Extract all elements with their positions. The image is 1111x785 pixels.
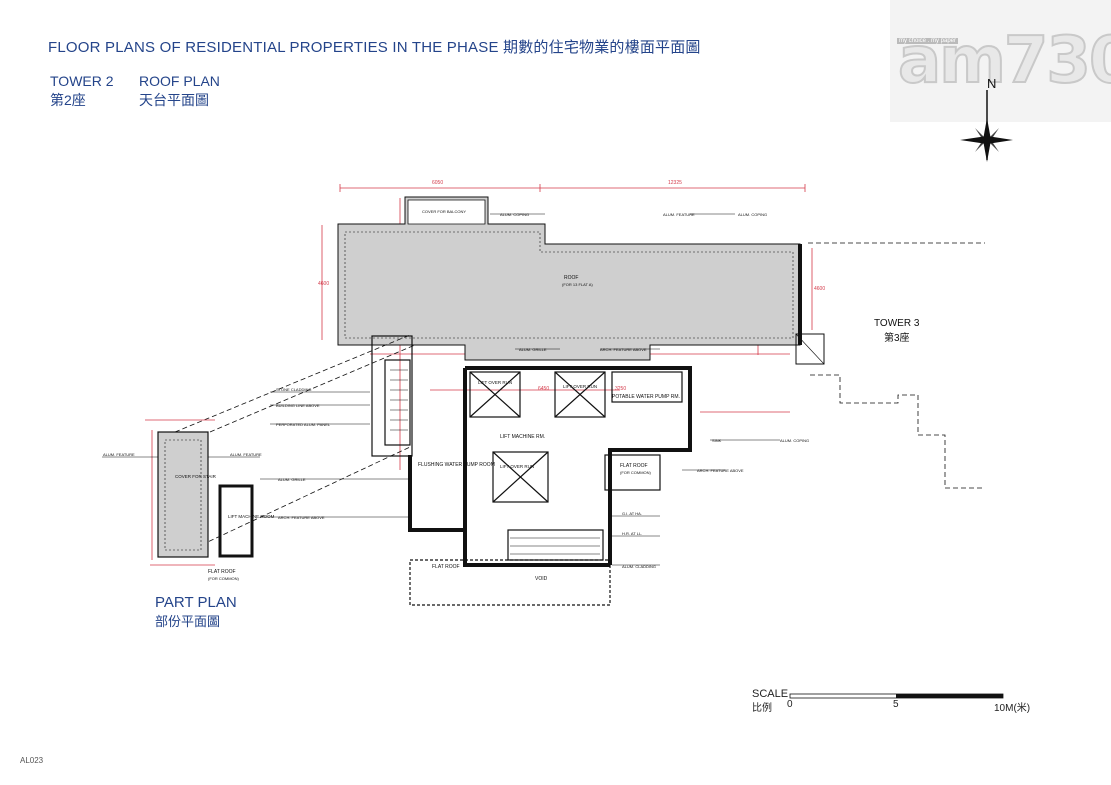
scale-tick-0: 0 — [787, 699, 793, 710]
watermark-logo: am730 — [897, 23, 1111, 99]
note-arch-feature-3: ARCH. FEATURE ABOVE — [697, 468, 744, 473]
note-alum-grille-1: ALUM. GRILLE — [278, 477, 306, 482]
label-flushing-pump: FLUSHING WATER PUMP ROOM — [418, 462, 495, 468]
note-gl-at-ha: G.I. AT HA. — [622, 511, 642, 516]
part-plan-drawing: ALUM. FEATURE ALUM. FEATURE COVER FOR ST… — [102, 334, 416, 581]
label-flat-roof-3: FLAT ROOF — [208, 569, 236, 575]
note-alum-coping-1: ALUM. COPING — [500, 212, 529, 217]
plan-label-en: ROOF PLAN — [139, 73, 220, 89]
watermark-panel — [890, 0, 1111, 122]
note-alum-feature: ALUM. FEATURE — [663, 212, 695, 217]
note-alum-cladding: ALUM. CLADDING — [622, 564, 656, 569]
balcony-cover — [407, 199, 486, 225]
note-alum-feature-left: ALUM. FEATURE — [103, 452, 135, 457]
dim-h3: 4600 — [814, 286, 825, 292]
scale-bar — [789, 693, 1004, 699]
note-stone-cladding: STONE CLADDING — [276, 387, 312, 392]
label-flat-roof-1: FLAT ROOF — [620, 463, 648, 469]
dim-top-right: 12325 — [668, 180, 682, 186]
note-arch-feature-2: ARCH. FEATURE ABOVE — [600, 347, 647, 352]
tower3-label-en: TOWER 3 — [874, 318, 920, 329]
note-perforated-panel: PERFORATED ALUM. PANEL — [276, 422, 331, 427]
label-cover-stair: COVER FOR STAIR — [175, 474, 217, 479]
note-alum-grille-2: ALUM. GRILLE — [519, 347, 547, 352]
part-plan-title-zh: 部份平面圖 — [155, 614, 221, 629]
dim-mid2: 6450 — [538, 386, 549, 392]
label-common-3: (FOR COMMON) — [208, 576, 240, 581]
note-alum-feature-right: ALUM. FEATURE — [230, 452, 262, 457]
plan-label-zh: 天台平面圖 — [139, 92, 209, 108]
page-title: FLOOR PLANS OF RESIDENTIAL PROPERTIES IN… — [48, 39, 701, 56]
note-alum-coping-3: ALUM. COPING — [780, 438, 809, 443]
part-plan-title-en: PART PLAN — [155, 594, 237, 611]
scale-label-zh: 比例 — [752, 703, 772, 714]
dim-mid3: 3250 — [615, 386, 626, 392]
scale-tick-10: 10M(米) — [994, 703, 1031, 714]
label-lift-machine: LIFT MACHINE RM. — [500, 434, 545, 440]
note-building-line: BUILDING LINE ABOVE — [276, 403, 320, 408]
label-void: VOID — [535, 576, 548, 582]
label-cover-balcony: COVER FOR BALCONY — [422, 209, 466, 214]
label-roof-note: (FOR 13 FLAT A) — [562, 282, 593, 287]
north-arrow-icon: N — [960, 76, 1013, 162]
watermark-tagline: my choice . my paper — [897, 38, 959, 44]
note-sink: SINK — [712, 438, 722, 443]
sheet-code: AL023 — [20, 756, 44, 765]
label-lift-over-run-3: LIFT OVER RUN — [500, 464, 534, 469]
label-potable-pump: POTABLE WATER PUMP RM. — [612, 394, 680, 400]
label-roof: ROOF — [564, 275, 578, 281]
tower-label-en: TOWER 2 — [50, 73, 114, 89]
note-hr-at-ll: H.R. AT LL. — [622, 531, 642, 536]
label-part-lift-machine: LIFT MACHINE ROOM — [228, 514, 275, 519]
tower3-label-zh: 第3座 — [884, 333, 910, 344]
note-arch-feature-1: ARCH. FEATURE ABOVE — [278, 515, 325, 520]
label-lift-over-run-1: LIFT OVER RUN — [478, 380, 512, 385]
scale-label-en: SCALE — [752, 688, 789, 700]
scale-tick-5: 5 — [893, 699, 899, 710]
tower-label-zh: 第2座 — [50, 92, 86, 108]
label-lift-over-run-2: LIFT OVER RUN — [563, 384, 597, 389]
note-alum-coping-2: ALUM. COPING — [738, 212, 767, 217]
north-label: N — [987, 76, 996, 91]
dim-top-left: 6050 — [432, 180, 443, 186]
dim-h1: 4600 — [318, 281, 329, 287]
label-common-1: (FOR COMMON) — [620, 470, 652, 475]
label-flat-roof-2: FLAT ROOF — [432, 564, 460, 570]
